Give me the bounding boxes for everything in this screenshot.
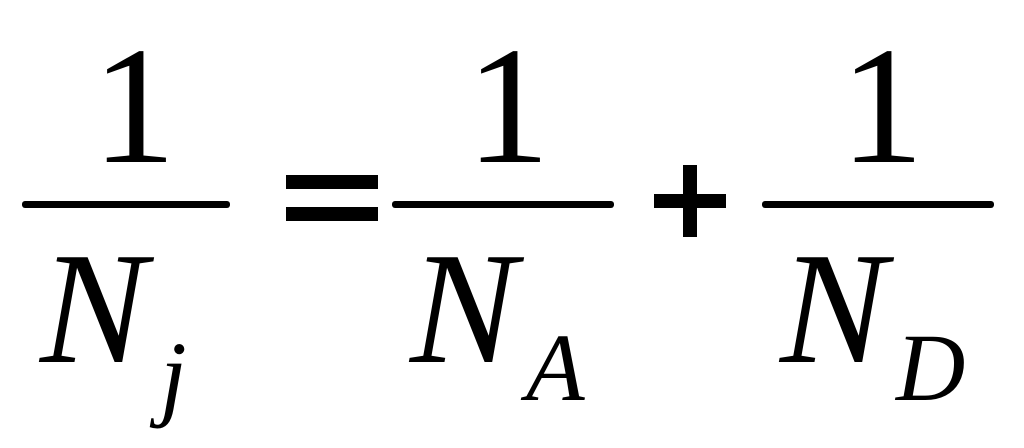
term-d-numerator: 1 bbox=[840, 13, 924, 199]
lhs-fraction-bar bbox=[22, 201, 230, 208]
term-a-denominator-subscript: A bbox=[526, 314, 585, 421]
plus-bar-vertical bbox=[683, 165, 697, 237]
lhs-denominator-subscript: j bbox=[160, 322, 187, 429]
term-d-fraction-bar bbox=[762, 201, 994, 208]
lhs-denominator-symbol: N bbox=[40, 219, 147, 397]
term-a-denominator-symbol: N bbox=[410, 219, 517, 397]
term-d-denominator-symbol: N bbox=[780, 219, 887, 397]
equals-bar-bottom bbox=[286, 207, 378, 221]
term-a-fraction-bar bbox=[392, 201, 614, 208]
lhs-numerator: 1 bbox=[92, 13, 176, 199]
equals-bar-top bbox=[286, 175, 378, 189]
term-d-denominator-subscript: D bbox=[896, 314, 966, 421]
term-a-numerator: 1 bbox=[466, 13, 550, 199]
